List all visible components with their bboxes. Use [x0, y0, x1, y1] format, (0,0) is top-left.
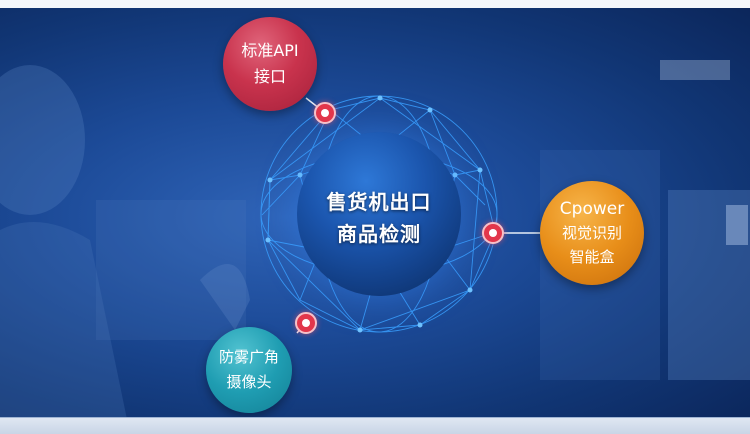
background-person-head	[0, 65, 85, 215]
floor-strip	[0, 417, 750, 434]
center-title-line1: 售货机出口	[326, 190, 432, 214]
connector-dot-camera	[295, 312, 317, 334]
background-hand	[200, 264, 250, 330]
background-shelf	[96, 200, 246, 340]
feature-cpower-line1: Cpower	[559, 199, 625, 219]
connector-dot-api	[314, 102, 336, 124]
feature-camera-line2: 摄像头	[226, 373, 272, 391]
feature-api-line1: 标准API	[241, 41, 299, 60]
feature-api-line2: 接口	[253, 67, 286, 86]
feature-camera-line1: 防雾广角	[218, 348, 279, 366]
background-person-body	[0, 222, 130, 434]
feature-bubble-api: 标准API 接口	[223, 17, 317, 111]
background-vending-screen	[726, 205, 748, 245]
feature-bubble-camera: 防雾广角 摄像头	[206, 327, 292, 413]
feature-bubble-cpower: Cpower 视觉识别 智能盒	[540, 181, 644, 285]
background-ceiling-light	[660, 60, 730, 80]
feature-cpower-line3: 智能盒	[569, 248, 615, 266]
center-title: 售货机出口 商品检测	[305, 186, 453, 250]
center-title-line2: 商品检测	[337, 222, 421, 246]
top-strip	[0, 0, 750, 8]
connector-dot-cpower	[482, 222, 504, 244]
core-sphere	[297, 132, 461, 296]
feature-cpower-line2: 视觉识别	[561, 224, 622, 242]
